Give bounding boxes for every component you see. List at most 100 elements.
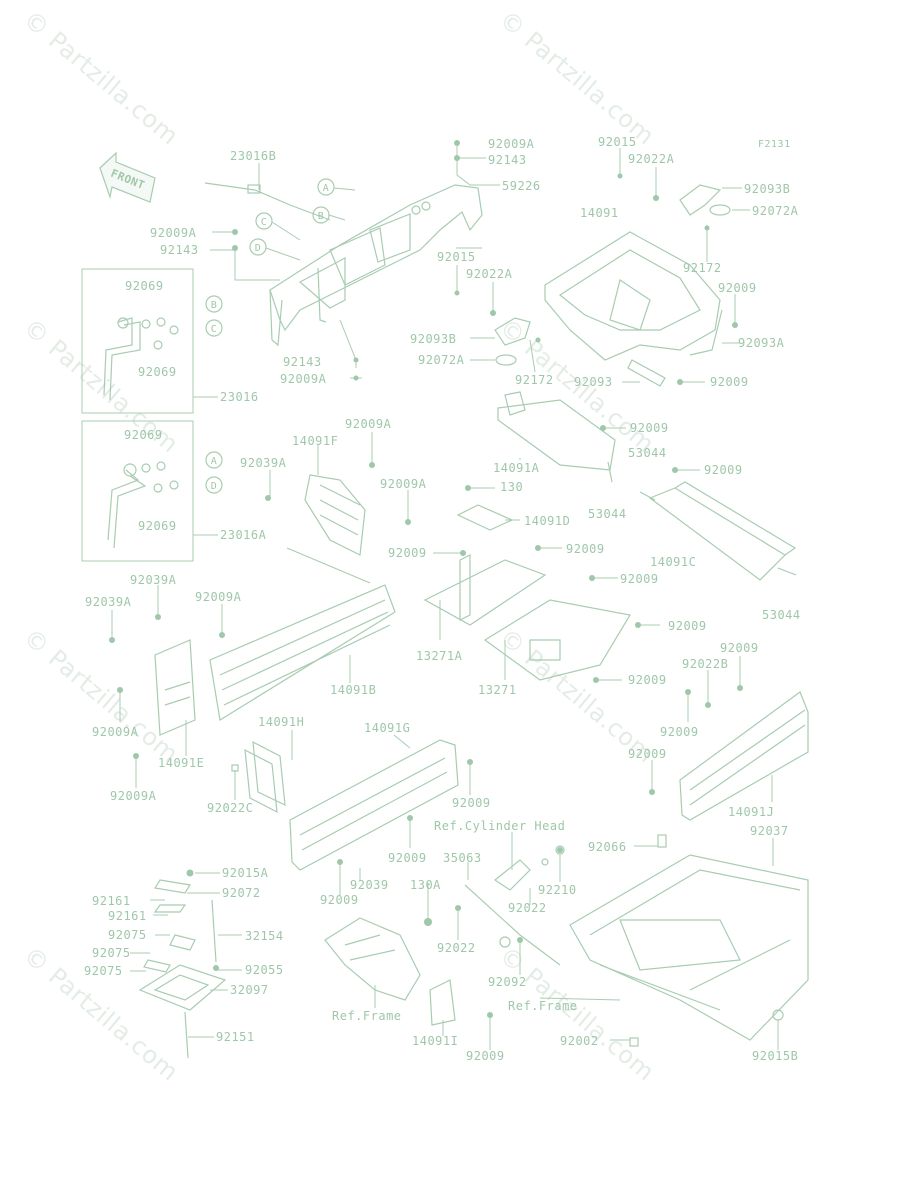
callout-group: A B C D B C A D: [205, 178, 335, 494]
part-label: 92075: [108, 928, 147, 942]
part-label: 92009: [668, 619, 707, 633]
part-label: 92172: [515, 373, 554, 387]
part-label: 14091: [580, 206, 619, 220]
part-label: 23016: [220, 390, 259, 404]
part-label: 13271A: [416, 649, 463, 663]
part-label: 92093B: [744, 182, 790, 196]
part-label: 14091H: [258, 715, 304, 729]
part-label: 92022: [508, 901, 547, 915]
part-label: 92039A: [240, 456, 287, 470]
part-label: 14091D: [524, 514, 570, 528]
part-label: 92066: [588, 840, 627, 854]
part-label: 92002: [560, 1034, 599, 1048]
part-label: 92009: [452, 796, 491, 810]
part-label: 92143: [488, 153, 527, 167]
watermark: © Partzilla.com: [494, 941, 660, 1086]
part-label: 92069: [138, 519, 177, 533]
svg-text:D: D: [211, 481, 218, 492]
part-label: 92009A: [92, 725, 139, 739]
part-label: 92009: [566, 542, 605, 556]
part-label: 92009: [388, 546, 427, 560]
part-label: 130A: [410, 878, 441, 892]
part-label: 53044: [588, 507, 627, 521]
part-label: 14091E: [158, 756, 204, 770]
part-shapes: [103, 182, 809, 1059]
svg-text:C: C: [261, 217, 268, 228]
svg-text:D: D: [255, 243, 262, 254]
part-label: 53044: [762, 608, 801, 622]
part-label: 92009: [320, 893, 359, 907]
part-label: 92075: [92, 946, 131, 960]
part-label: Ref.Frame: [332, 1009, 402, 1023]
part-label: 92072A: [752, 204, 799, 218]
part-label: 59226: [502, 179, 541, 193]
part-label: 92015: [437, 250, 476, 264]
part-label: 92093B: [410, 332, 456, 346]
part-label: 92072: [222, 886, 261, 900]
part-label: 92009A: [488, 137, 535, 151]
part-label: 92072A: [418, 353, 465, 367]
watermark: © Partzilla.com: [18, 623, 184, 768]
part-label: 23016A: [220, 528, 267, 542]
part-label: 92069: [124, 428, 163, 442]
part-label: 92039: [350, 878, 389, 892]
assembly-box-23016a: [81, 420, 194, 562]
part-label: 14091J: [728, 805, 774, 819]
part-label: 92092: [488, 975, 527, 989]
watermark: © Partzilla.com: [494, 5, 660, 150]
part-label: 92143: [283, 355, 322, 369]
part-label: 14091C: [650, 555, 696, 569]
callout-a: A: [205, 451, 223, 469]
part-label: 92009: [630, 421, 669, 435]
callout-d: D: [205, 476, 223, 494]
part-label: 92009A: [380, 477, 427, 491]
part-label: 92009: [720, 641, 759, 655]
callout-a: A: [317, 178, 335, 196]
part-label: 92210: [538, 883, 577, 897]
part-label: 23016B: [230, 149, 276, 163]
part-label: 92009A: [280, 372, 327, 386]
part-label: 92143: [160, 243, 199, 257]
part-label: 92022B: [682, 657, 728, 671]
callout-c: C: [255, 212, 273, 230]
part-label: Ref.Cylinder Head: [434, 819, 565, 833]
part-label: 92161: [108, 909, 147, 923]
part-label: 92015A: [222, 866, 269, 880]
figure-code: F2131: [758, 139, 791, 150]
part-label: 92069: [125, 279, 164, 293]
part-label: 35063: [443, 851, 482, 865]
callout-b: B: [205, 295, 223, 313]
assembly-box-23016: [81, 268, 194, 414]
part-labels: 92009A 92143 59226 23016B 92009A 92143 9…: [84, 135, 801, 1063]
part-label: 92009A: [150, 226, 197, 240]
part-label: 92009: [710, 375, 749, 389]
svg-text:C: C: [211, 324, 218, 335]
part-label: 92039A: [85, 595, 132, 609]
part-label: 92009A: [110, 789, 157, 803]
callout-d: D: [249, 238, 267, 256]
part-label: 53044: [628, 446, 667, 460]
part-label: 92093: [574, 375, 613, 389]
part-label: 92009A: [345, 417, 392, 431]
part-label: 92039A: [130, 573, 177, 587]
svg-text:B: B: [211, 300, 218, 311]
part-label: 14091A: [493, 461, 540, 475]
part-label: 92055: [245, 963, 284, 977]
part-label: 32154: [245, 929, 284, 943]
part-label: 92009: [466, 1049, 505, 1063]
part-label: 92022A: [466, 267, 513, 281]
part-label: 14091F: [292, 434, 338, 448]
part-label: 92093A: [738, 336, 785, 350]
part-label: 92161: [92, 894, 131, 908]
part-label: 92009: [388, 851, 427, 865]
part-label: 14091G: [364, 721, 410, 735]
svg-text:A: A: [211, 456, 218, 467]
part-label: 92015B: [752, 1049, 798, 1063]
part-label: 92037: [750, 824, 789, 838]
fastener-dots: [109, 140, 743, 1018]
front-arrow-icon: FRONT: [99, 151, 156, 203]
part-label: 13271: [478, 683, 517, 697]
callout-c: C: [205, 319, 223, 337]
svg-text:A: A: [323, 183, 330, 194]
